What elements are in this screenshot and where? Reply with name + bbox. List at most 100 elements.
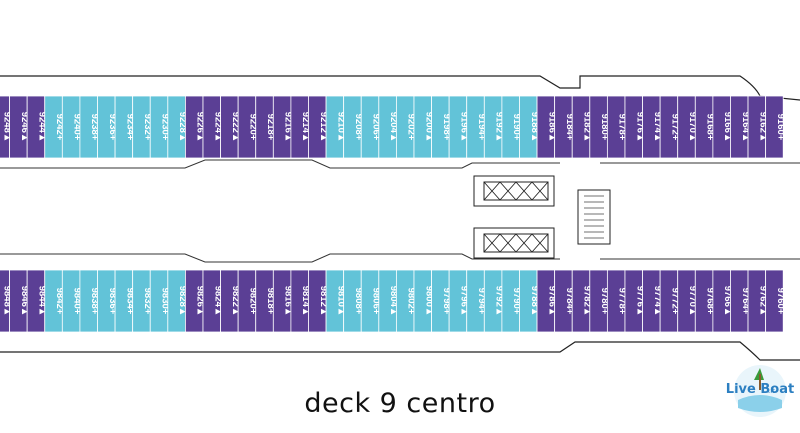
plus-icon: + (476, 135, 487, 141)
cabin-number: 9806+ (371, 288, 382, 315)
triangle-icon: ▲ (634, 133, 645, 142)
cabin-9220[interactable]: 9220+ (237, 95, 258, 159)
triangle-icon: ▲ (212, 133, 223, 142)
triangle-icon: ▲ (300, 133, 311, 142)
cabin-9810[interactable]: 9810▲ (325, 269, 346, 333)
triangle-icon: ▲ (195, 133, 206, 142)
triangle-icon: ▲ (388, 133, 399, 142)
cabin-number: 9160+ (775, 114, 786, 141)
plus-icon: + (54, 309, 65, 315)
cabin-number: 9784+ (564, 288, 575, 315)
cabin-9766[interactable]: 9766▲ (712, 269, 733, 333)
cabin-9182[interactable]: 9182▲ (571, 95, 593, 159)
cabin-number: 9174▲ (652, 112, 663, 143)
cabin-9834[interactable]: 9834+ (114, 269, 135, 333)
stairway (577, 189, 611, 245)
cabin-number: 9226▲ (195, 112, 206, 143)
triangle-icon: ▲ (335, 133, 346, 142)
cabin-number: 9184+ (564, 114, 575, 141)
triangle-icon: ▲ (230, 133, 241, 142)
cabin-9212[interactable]: 9212▲ (308, 95, 329, 159)
cabin-9782[interactable]: 9782▲ (571, 269, 593, 333)
cabin-number: 9810▲ (335, 286, 346, 317)
cabin-9234[interactable]: 9234+ (114, 95, 135, 159)
cabin-number: 9844▲ (36, 286, 47, 317)
cabin-number: 9768+ (705, 288, 716, 315)
triangle-icon: ▲ (757, 133, 768, 142)
cabin-number: 9202+ (406, 114, 417, 141)
cabin-9160[interactable]: 9160+ (765, 95, 786, 159)
plus-icon: + (107, 309, 118, 315)
triangle-icon: ▲ (582, 133, 593, 142)
triangle-icon: ▲ (722, 133, 733, 142)
cabin-cell (765, 95, 784, 159)
cabin-number: 9790+ (511, 288, 522, 315)
cabin-9818[interactable]: 9818+ (255, 269, 276, 333)
triangle-icon: ▲ (529, 307, 540, 316)
cabin-number: 9836+ (107, 288, 118, 315)
triangle-icon: ▲ (652, 307, 663, 316)
plus-icon: + (160, 135, 171, 141)
plus-icon: + (617, 135, 628, 141)
plus-icon: + (441, 135, 452, 141)
cabin-9784[interactable]: 9784+ (554, 269, 575, 333)
plus-icon: + (617, 309, 628, 315)
cabin-9190[interactable]: 9190+ (501, 95, 522, 159)
plus-icon: + (89, 309, 100, 315)
cabin-9836[interactable]: 9836+ (97, 269, 118, 333)
cabin-number: 9804▲ (388, 286, 399, 317)
cabin-number: 9794+ (476, 288, 487, 315)
plus-icon: + (265, 135, 276, 141)
plus-icon: + (54, 135, 65, 141)
cabin-9162[interactable]: 9162▲ (747, 95, 768, 159)
cabin-9218[interactable]: 9218+ (255, 95, 276, 159)
cabin-number: 9808+ (353, 288, 364, 315)
cabin-number: 9814▲ (300, 286, 311, 317)
cabin-9820[interactable]: 9820+ (237, 269, 258, 333)
cabin-9222[interactable]: 9222▲ (220, 95, 241, 159)
triangle-icon: ▲ (1, 307, 12, 316)
cabin-9794[interactable]: 9794+ (466, 269, 487, 333)
triangle-icon: ▲ (652, 133, 663, 142)
cabin-number: 9788▲ (529, 286, 540, 317)
deck-title: deck 9 centro (304, 388, 496, 419)
cabin-9168[interactable]: 9168+ (694, 95, 716, 159)
cabin-9838[interactable]: 9838+ (79, 269, 100, 333)
cabin-number: 9774▲ (652, 286, 663, 317)
triangle-icon: ▲ (195, 307, 206, 316)
cabin-9206[interactable]: 9206+ (360, 95, 382, 159)
cabin-number: 9776▲ (634, 286, 645, 317)
cabin-9198[interactable]: 9198+ (431, 95, 452, 159)
cabin-9166[interactable]: 9166▲ (712, 95, 733, 159)
cabin-number: 9204▲ (388, 112, 399, 143)
cabin-number: 9168+ (705, 114, 716, 141)
cabin-9186[interactable]: 9186▲ (536, 95, 557, 159)
cabin-number: 9800▲ (423, 286, 434, 317)
cabin-9196[interactable]: 9196▲ (448, 95, 469, 159)
cabin-number: 9180+ (599, 114, 610, 141)
plus-icon: + (89, 135, 100, 141)
cabin-9804[interactable]: 9804▲ (378, 269, 399, 333)
cabin-9764[interactable]: 9764+ (730, 269, 751, 333)
cabin-number: 9246▲ (19, 112, 30, 143)
cabin-9812[interactable]: 9812▲ (308, 269, 329, 333)
plus-icon: + (476, 309, 487, 315)
logo-text: Live Boat (725, 382, 795, 397)
cabin-9760[interactable]: 9760+ (765, 269, 786, 333)
cabin-9192[interactable]: 9192▲ (483, 95, 505, 159)
cabin-number: 9760+ (775, 288, 786, 315)
plus-icon: + (371, 309, 382, 315)
triangle-icon: ▲ (212, 307, 223, 316)
plus-icon: + (511, 309, 522, 315)
plus-icon: + (124, 135, 135, 141)
cabin-9774[interactable]: 9774▲ (642, 269, 663, 333)
cabin-number: 9234+ (124, 114, 135, 141)
plus-icon: + (124, 309, 135, 315)
cabin-9164[interactable]: 9164▲ (730, 95, 751, 159)
cabin-9194[interactable]: 9194+ (466, 95, 487, 159)
plus-icon: + (775, 309, 786, 315)
cabin-number: 9196▲ (458, 112, 469, 143)
cabin-number: 9792▲ (494, 286, 505, 317)
live-boat-logo: Live Boat .it (724, 360, 796, 422)
cabin-number: 9222▲ (230, 112, 241, 143)
